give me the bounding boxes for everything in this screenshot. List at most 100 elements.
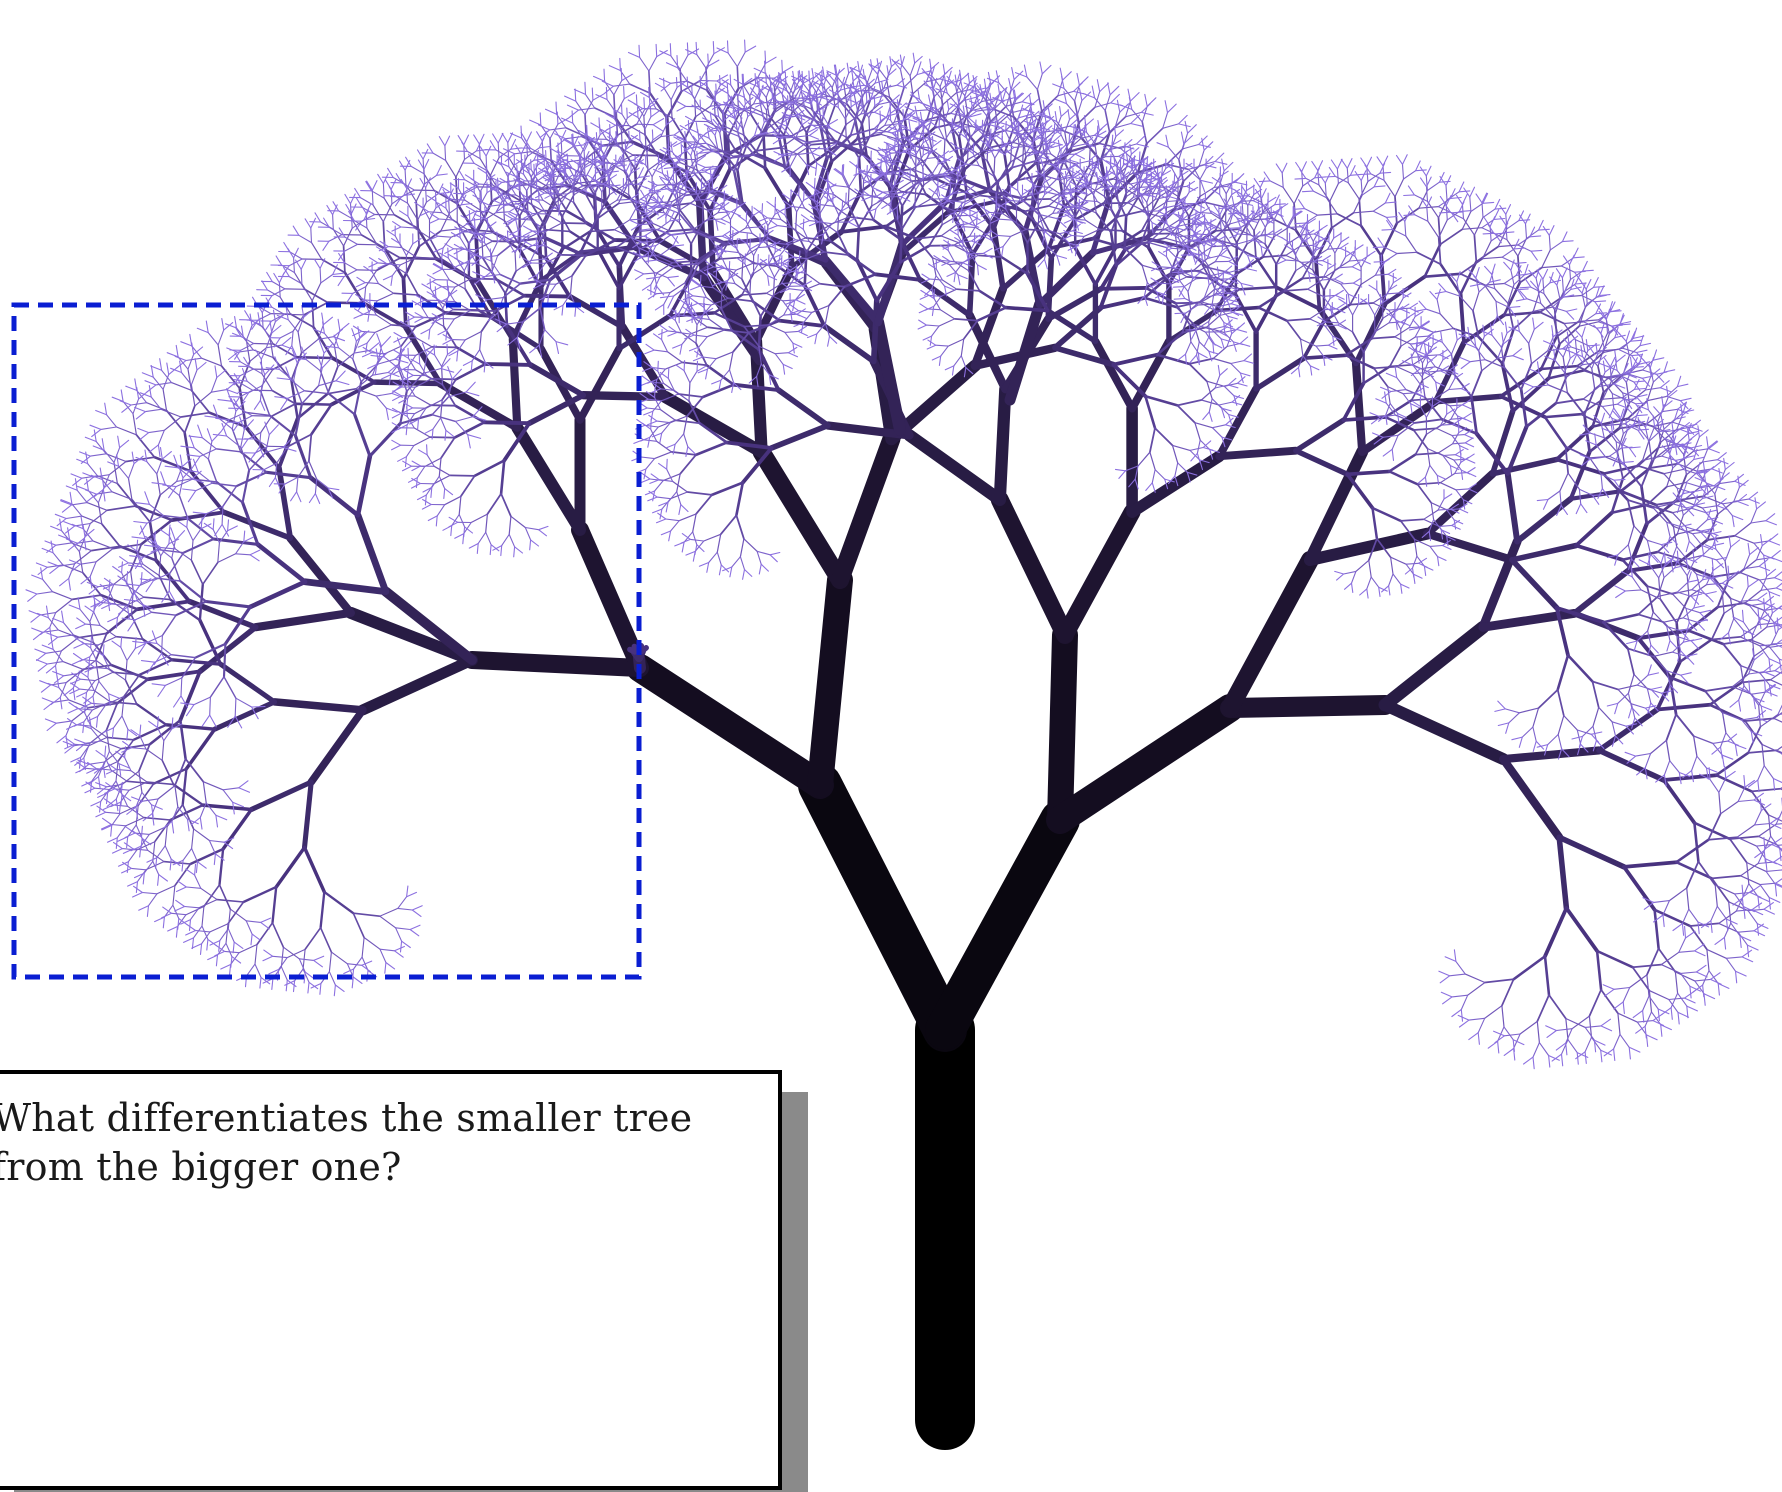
tree-branch bbox=[859, 158, 861, 191]
tree-branch bbox=[769, 325, 785, 333]
tree-branch bbox=[456, 417, 473, 422]
tree-branch bbox=[1537, 1021, 1539, 1042]
tree-branch bbox=[1296, 451, 1348, 475]
tree-branch bbox=[1349, 260, 1362, 261]
tree-branch bbox=[693, 532, 697, 545]
tree-branch bbox=[43, 579, 53, 591]
tree-branch bbox=[210, 924, 228, 932]
tree-branch bbox=[175, 786, 178, 807]
tree-branch bbox=[502, 534, 510, 545]
tree-branch bbox=[1733, 674, 1749, 687]
tree-branch bbox=[126, 661, 128, 681]
tree-branch bbox=[107, 730, 110, 751]
tree-branch bbox=[59, 535, 70, 539]
tree-branch bbox=[1508, 474, 1518, 542]
tree-branch bbox=[509, 516, 511, 534]
tree-branch bbox=[1520, 1021, 1537, 1034]
tree-branch bbox=[444, 326, 457, 347]
tree-branch bbox=[36, 563, 47, 567]
tree-branch bbox=[1175, 463, 1178, 476]
tree-branch bbox=[1335, 242, 1341, 253]
tree-branch bbox=[1592, 1037, 1601, 1050]
tree-branch bbox=[251, 782, 311, 809]
tree-branch bbox=[200, 620, 221, 664]
tree-branch bbox=[550, 139, 551, 161]
tree-branch bbox=[191, 908, 200, 920]
tree-branch bbox=[147, 462, 157, 474]
tree-branch bbox=[868, 70, 873, 83]
tree-branch bbox=[757, 551, 770, 555]
tree-branch bbox=[772, 426, 828, 449]
tree-branch bbox=[728, 53, 737, 67]
tree-branch bbox=[206, 321, 208, 333]
tree-branch bbox=[1326, 198, 1337, 214]
tree-branch bbox=[670, 229, 695, 231]
tree-branch bbox=[81, 517, 83, 529]
tree-branch bbox=[146, 749, 162, 760]
tree-branch bbox=[1760, 885, 1769, 898]
tree-branch bbox=[948, 339, 963, 346]
tree-branch bbox=[902, 65, 910, 76]
tree-branch bbox=[1693, 534, 1703, 546]
tree-branch bbox=[246, 326, 252, 341]
tree-branch bbox=[181, 678, 182, 696]
tree-branch bbox=[486, 364, 531, 365]
tree-branch bbox=[1597, 951, 1633, 967]
tree-branch bbox=[1664, 761, 1669, 775]
tree-branch bbox=[1545, 956, 1549, 995]
tree-branch bbox=[219, 941, 220, 952]
tree-branch bbox=[1751, 509, 1757, 523]
tree-branch bbox=[90, 425, 101, 429]
tree-branch bbox=[754, 264, 769, 274]
tree-branch bbox=[414, 437, 430, 445]
tree-branch bbox=[124, 843, 133, 849]
tree-branch bbox=[1712, 613, 1724, 639]
tree-branch bbox=[1418, 483, 1441, 485]
tree-branch bbox=[1450, 974, 1466, 976]
tree-branch bbox=[392, 325, 416, 327]
tree-branch bbox=[1653, 652, 1672, 656]
tree-branch bbox=[820, 202, 827, 214]
tree-branch bbox=[1592, 369, 1595, 389]
tree-branch bbox=[1000, 500, 1065, 635]
tree-branch bbox=[355, 414, 370, 456]
tree-branch bbox=[1427, 207, 1428, 222]
tree-branch bbox=[936, 269, 942, 280]
tree-branch bbox=[736, 483, 742, 516]
tree-branch bbox=[1663, 901, 1669, 915]
tree-branch bbox=[1002, 102, 1010, 113]
tree-branch bbox=[689, 383, 690, 401]
tree-branch bbox=[1560, 491, 1561, 506]
tree-branch bbox=[1571, 452, 1590, 499]
tree-branch bbox=[838, 108, 845, 120]
tree-branch bbox=[1440, 483, 1456, 490]
tree-branch bbox=[707, 330, 724, 337]
tree-branch bbox=[1452, 995, 1468, 997]
tree-branch bbox=[1590, 433, 1604, 438]
tree-branch bbox=[1150, 428, 1155, 452]
tree-branch bbox=[433, 418, 441, 429]
tree-branch bbox=[790, 289, 803, 291]
tree-branch bbox=[1614, 1034, 1620, 1049]
tree-branch bbox=[133, 399, 139, 414]
tree-branch bbox=[370, 424, 400, 457]
tree-branch bbox=[64, 688, 73, 695]
tree-branch bbox=[1561, 266, 1574, 272]
tree-branch bbox=[1089, 148, 1090, 166]
tree-branch bbox=[849, 175, 856, 187]
tree-branch bbox=[682, 362, 707, 365]
tree-branch bbox=[1369, 560, 1371, 577]
tree-branch bbox=[294, 981, 295, 992]
tree-branch bbox=[187, 527, 193, 540]
tree-branch bbox=[496, 212, 509, 213]
tree-branch bbox=[106, 812, 121, 813]
tree-branch bbox=[226, 924, 228, 944]
tree-branch bbox=[291, 380, 297, 419]
tree-branch bbox=[566, 137, 582, 139]
tree-branch bbox=[129, 782, 147, 790]
tree-branch bbox=[261, 918, 271, 922]
tree-branch bbox=[1375, 274, 1388, 275]
tree-branch bbox=[1707, 949, 1726, 958]
tree-branch bbox=[1721, 733, 1726, 747]
tree-branch bbox=[1285, 289, 1308, 291]
